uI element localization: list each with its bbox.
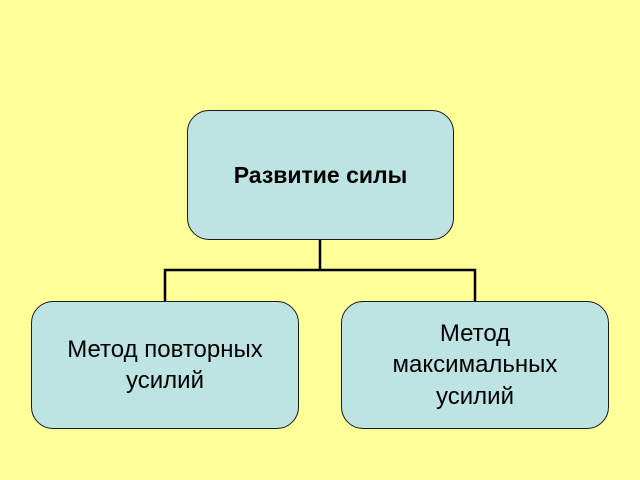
child-node-right: Метод максимальных усилий: [341, 301, 609, 429]
child-node-left-label: Метод повторных усилий: [67, 335, 263, 394]
root-node-label: Развитие силы: [233, 161, 408, 188]
child-node-left: Метод повторных усилий: [31, 301, 299, 429]
root-node: Развитие силы: [187, 110, 454, 240]
child-node-right-label: Метод максимальных усилий: [392, 320, 558, 410]
